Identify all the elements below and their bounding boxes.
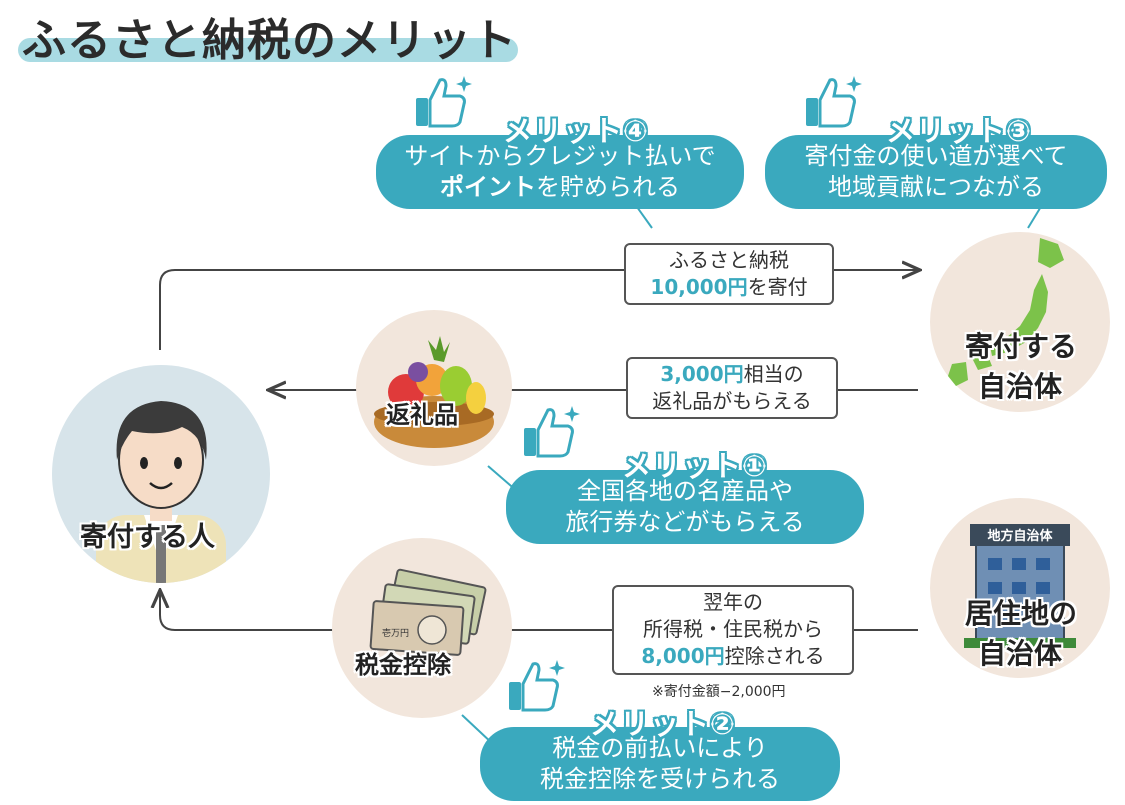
fruit-basket-icon bbox=[374, 336, 494, 448]
deduction-note: ※寄付金額−2,000円 bbox=[652, 684, 786, 700]
bill-label: 壱万円 bbox=[382, 627, 409, 639]
merit3-heading: メリット③ bbox=[886, 114, 1032, 148]
building-sign: 地方自治体 bbox=[987, 528, 1053, 544]
merit2-pill: 税金の前払いにより 税金控除を受けられる bbox=[480, 727, 840, 801]
municipality-circle bbox=[930, 232, 1110, 412]
tax-circle: 壱万円 bbox=[332, 538, 512, 718]
thumbs-up-icon bbox=[806, 76, 862, 128]
donor-label: 寄付する人 bbox=[80, 522, 215, 553]
donate-arrow bbox=[159, 270, 918, 350]
merit4-pill: サイトからクレジット払いで ポイントを貯められる bbox=[376, 135, 744, 209]
donor-circle bbox=[52, 365, 270, 583]
sparkle-icon bbox=[549, 660, 565, 676]
thumbs-up-icon bbox=[509, 660, 565, 712]
tax-label: 税金控除 bbox=[355, 651, 451, 679]
merit3-pill: 寄付金の使い道が選べて 地域貢献につながる bbox=[765, 135, 1107, 209]
deduction-flow-box: 翌年の 所得税・住民税から 8,000円控除される bbox=[612, 585, 854, 675]
japan-map-icon bbox=[948, 238, 1064, 386]
sparkle-icon bbox=[456, 76, 472, 92]
building-icon: 地方自治体 bbox=[964, 524, 1076, 648]
sparkle-icon bbox=[846, 76, 862, 92]
title-underline bbox=[18, 38, 518, 62]
merit2-heading: メリット② bbox=[590, 707, 736, 741]
residence-label: 居住地の 自治体 bbox=[965, 597, 1078, 670]
donate-flow-box: ふるさと納税 10,000円を寄付 bbox=[624, 243, 834, 305]
person-icon bbox=[96, 401, 226, 583]
thumbs-up-icon bbox=[416, 76, 472, 128]
money-icon: 壱万円 bbox=[369, 568, 487, 656]
thumbs-up-icon bbox=[524, 406, 580, 458]
page-title: ふるさと納税のメリット bbox=[22, 15, 517, 66]
gift-circle bbox=[356, 310, 512, 466]
gift-flow-box: 3,000円相当の 返礼品がもらえる bbox=[626, 357, 838, 419]
merit4-heading: メリット④ bbox=[503, 114, 649, 148]
residence-circle: 地方自治体 bbox=[930, 498, 1110, 678]
merit1-pill: 全国各地の名産品や 旅行券などがもらえる bbox=[506, 470, 864, 544]
municipality-label: 寄付する 自治体 bbox=[965, 330, 1078, 403]
sparkle-icon bbox=[564, 406, 580, 422]
deduction-arrow bbox=[160, 592, 918, 631]
gift-label: 返礼品 bbox=[386, 401, 458, 429]
merit1-heading: メリット① bbox=[622, 449, 768, 483]
